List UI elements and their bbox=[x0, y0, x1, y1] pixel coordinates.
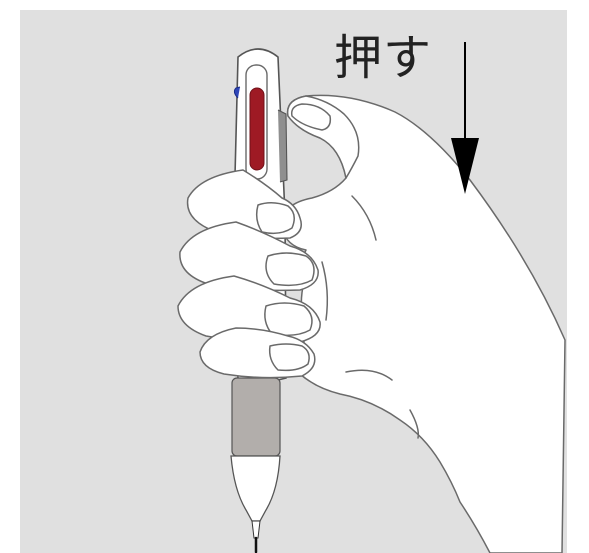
push-instruction-label: 押す bbox=[334, 34, 432, 82]
middle-nail bbox=[266, 253, 314, 285]
index-nail bbox=[257, 203, 295, 234]
pen-grip bbox=[232, 378, 280, 456]
red-refill bbox=[250, 88, 264, 170]
ring-nail bbox=[265, 303, 312, 335]
little-nail bbox=[270, 344, 309, 370]
pen-tip-sleeve bbox=[252, 521, 260, 538]
